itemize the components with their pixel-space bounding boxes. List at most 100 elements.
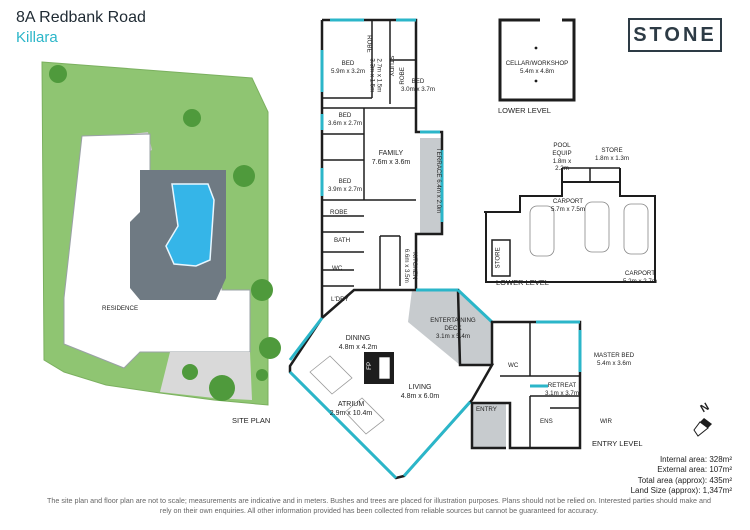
room-name: MASTER BED [593,352,635,359]
room-size: 4.8m x 6.0m [400,392,440,400]
room-living: LIVING 4.8m x 6.0m [398,384,442,402]
disclaimer-text: The site plan and floor plan are not to … [46,496,712,516]
internal-area: Internal area: 328m² [659,455,732,464]
room-size: 3.0m x 3.7m [400,85,436,93]
trees [49,65,281,401]
room-size: 3.1m x 3.7m [544,389,580,397]
room-name: CELLAR/WORKSHOP [505,60,569,67]
room-name: CARPORT [552,198,584,205]
entry-level-plan [288,18,582,480]
room-size: 7.6m x 3.6m [371,158,411,166]
room-wc-2: WC [508,362,519,369]
entry-fill [472,403,506,448]
room-ldry: L'DRY [331,296,349,303]
stone-logo: STONE [628,18,722,52]
room-size: 2.7m x 1.5m 3.3m x 1.5m [368,58,383,93]
room-fp: FP [366,361,374,370]
cellar-outline [498,18,576,102]
room-size: 1.8m x 1.3m [594,154,630,162]
site-plan-graphic [41,61,281,406]
room-size: 6.6m x 3.5m [403,248,410,283]
residence-label: RESIDENCE [102,305,139,312]
deck-fill [408,290,492,365]
pool [165,183,215,267]
room-size: 3.6m x 2.7m [327,119,363,127]
room-bath: BATH [334,237,351,244]
living-outline [288,288,495,480]
property-suburb: Killara [16,29,58,46]
room-size: 5.2m x 2.7m [622,277,658,285]
room-name: LIVING [408,384,432,391]
room-wir: WIR [600,418,613,425]
external-area: External area: 107m² [657,465,732,475]
room-robe-1: ROBE [365,35,373,53]
atrium-skylights [309,355,353,395]
room-size: 2.9m x 10.4m [329,409,373,417]
site-plan-caption: SITE PLAN [232,416,271,425]
room-name: BED [411,78,425,85]
room-size: 5.4m x 3.6m [596,359,632,367]
room-wc-1: WC [332,265,343,272]
room-dining: DINING 4.8m x 4.2m [336,335,380,353]
area-summary: Internal area: 328m² External area: 107m… [631,455,732,497]
room-cellar: CELLAR/WORKSHOP 5.4m x 4.8m [502,60,572,76]
tree [183,109,201,127]
room-entertaining-deck: ENTERTAINING DECK 3.1m x 5.4m [426,317,480,340]
room-kitchen: KITCHEN 6.6m x 3.5m [402,236,418,296]
terrace-fill [420,138,442,234]
property-address: 8A Redbank Road [16,9,146,26]
room-name: BED [341,60,355,67]
land-size: Land Size (approx): 1,347m² [630,486,732,496]
room-name: ATRIUM [337,401,365,408]
room-size: 4.8m x 4.2m [338,343,378,351]
room-name: RETREAT [547,382,577,389]
car-icon [623,203,649,255]
tree [251,279,273,301]
cellar-plan [498,18,576,102]
entry-level-caption: ENTRY LEVEL [592,439,643,448]
room-name: POOL EQUIP [552,142,572,157]
room-store-top: STORE 1.8m x 1.3m [592,147,632,163]
tree [259,337,281,359]
room-name: CARPORT [624,270,656,277]
car-icon [529,205,555,257]
tree [209,375,235,401]
tree [233,165,255,187]
room-carport-main: CARPORT 5.7m x 7.5m [544,198,592,214]
car-icons [529,201,649,257]
tree [256,369,268,381]
room-carport-right: CARPORT 5.2m x 2.7m [616,270,664,286]
room-name: DINING [345,335,371,342]
lower-level-caption-1: LOWER LEVEL [498,106,551,115]
room-bed-1: BED 5.9m x 3.2m [326,60,370,76]
room-size: 5.9m x 3.2m [330,67,366,75]
tree [49,65,67,83]
room-name: KITCHEN [410,252,418,280]
room-size: 3.1m x 5.4m [435,332,471,340]
room-name: STORE [601,147,623,154]
room-robe-3: ROBE [330,209,348,216]
room-name: BED [338,112,352,119]
room-name: TERRACE [434,147,442,178]
room-name: ENTERTAINING DECK [430,317,476,332]
room-pool-equip: POOL EQUIP 1.8m x 2.2m [548,142,576,173]
room-terrace: TERRACE 6.4m x 2.0m [434,147,442,213]
room-retreat: RETREAT 3.1m x 3.7m [540,382,584,398]
room-family: FAMILY 7.6m x 3.6m [368,150,414,168]
carport-plan [484,167,656,283]
room-size: 5.7m x 7.5m [550,205,586,213]
room-bed-3: BED 3.6m x 2.7m [325,112,365,128]
room-name: BED [338,178,352,185]
room-ens: ENS [540,418,553,425]
room-bed-2: BED 3.0m x 3.7m [400,78,436,94]
room-size: 5.4m x 4.8m [519,67,555,75]
room-size: 3.9m x 2.7m [327,185,363,193]
lower-paving [160,352,252,400]
room-master-bed: MASTER BED 5.4m x 3.6m [584,352,644,368]
car-icon [584,201,610,253]
room-size: 6.4m x 2.0m [434,179,442,214]
compass-arrow [693,418,712,437]
tree [182,364,198,380]
room-entry: ENTRY [476,406,497,413]
